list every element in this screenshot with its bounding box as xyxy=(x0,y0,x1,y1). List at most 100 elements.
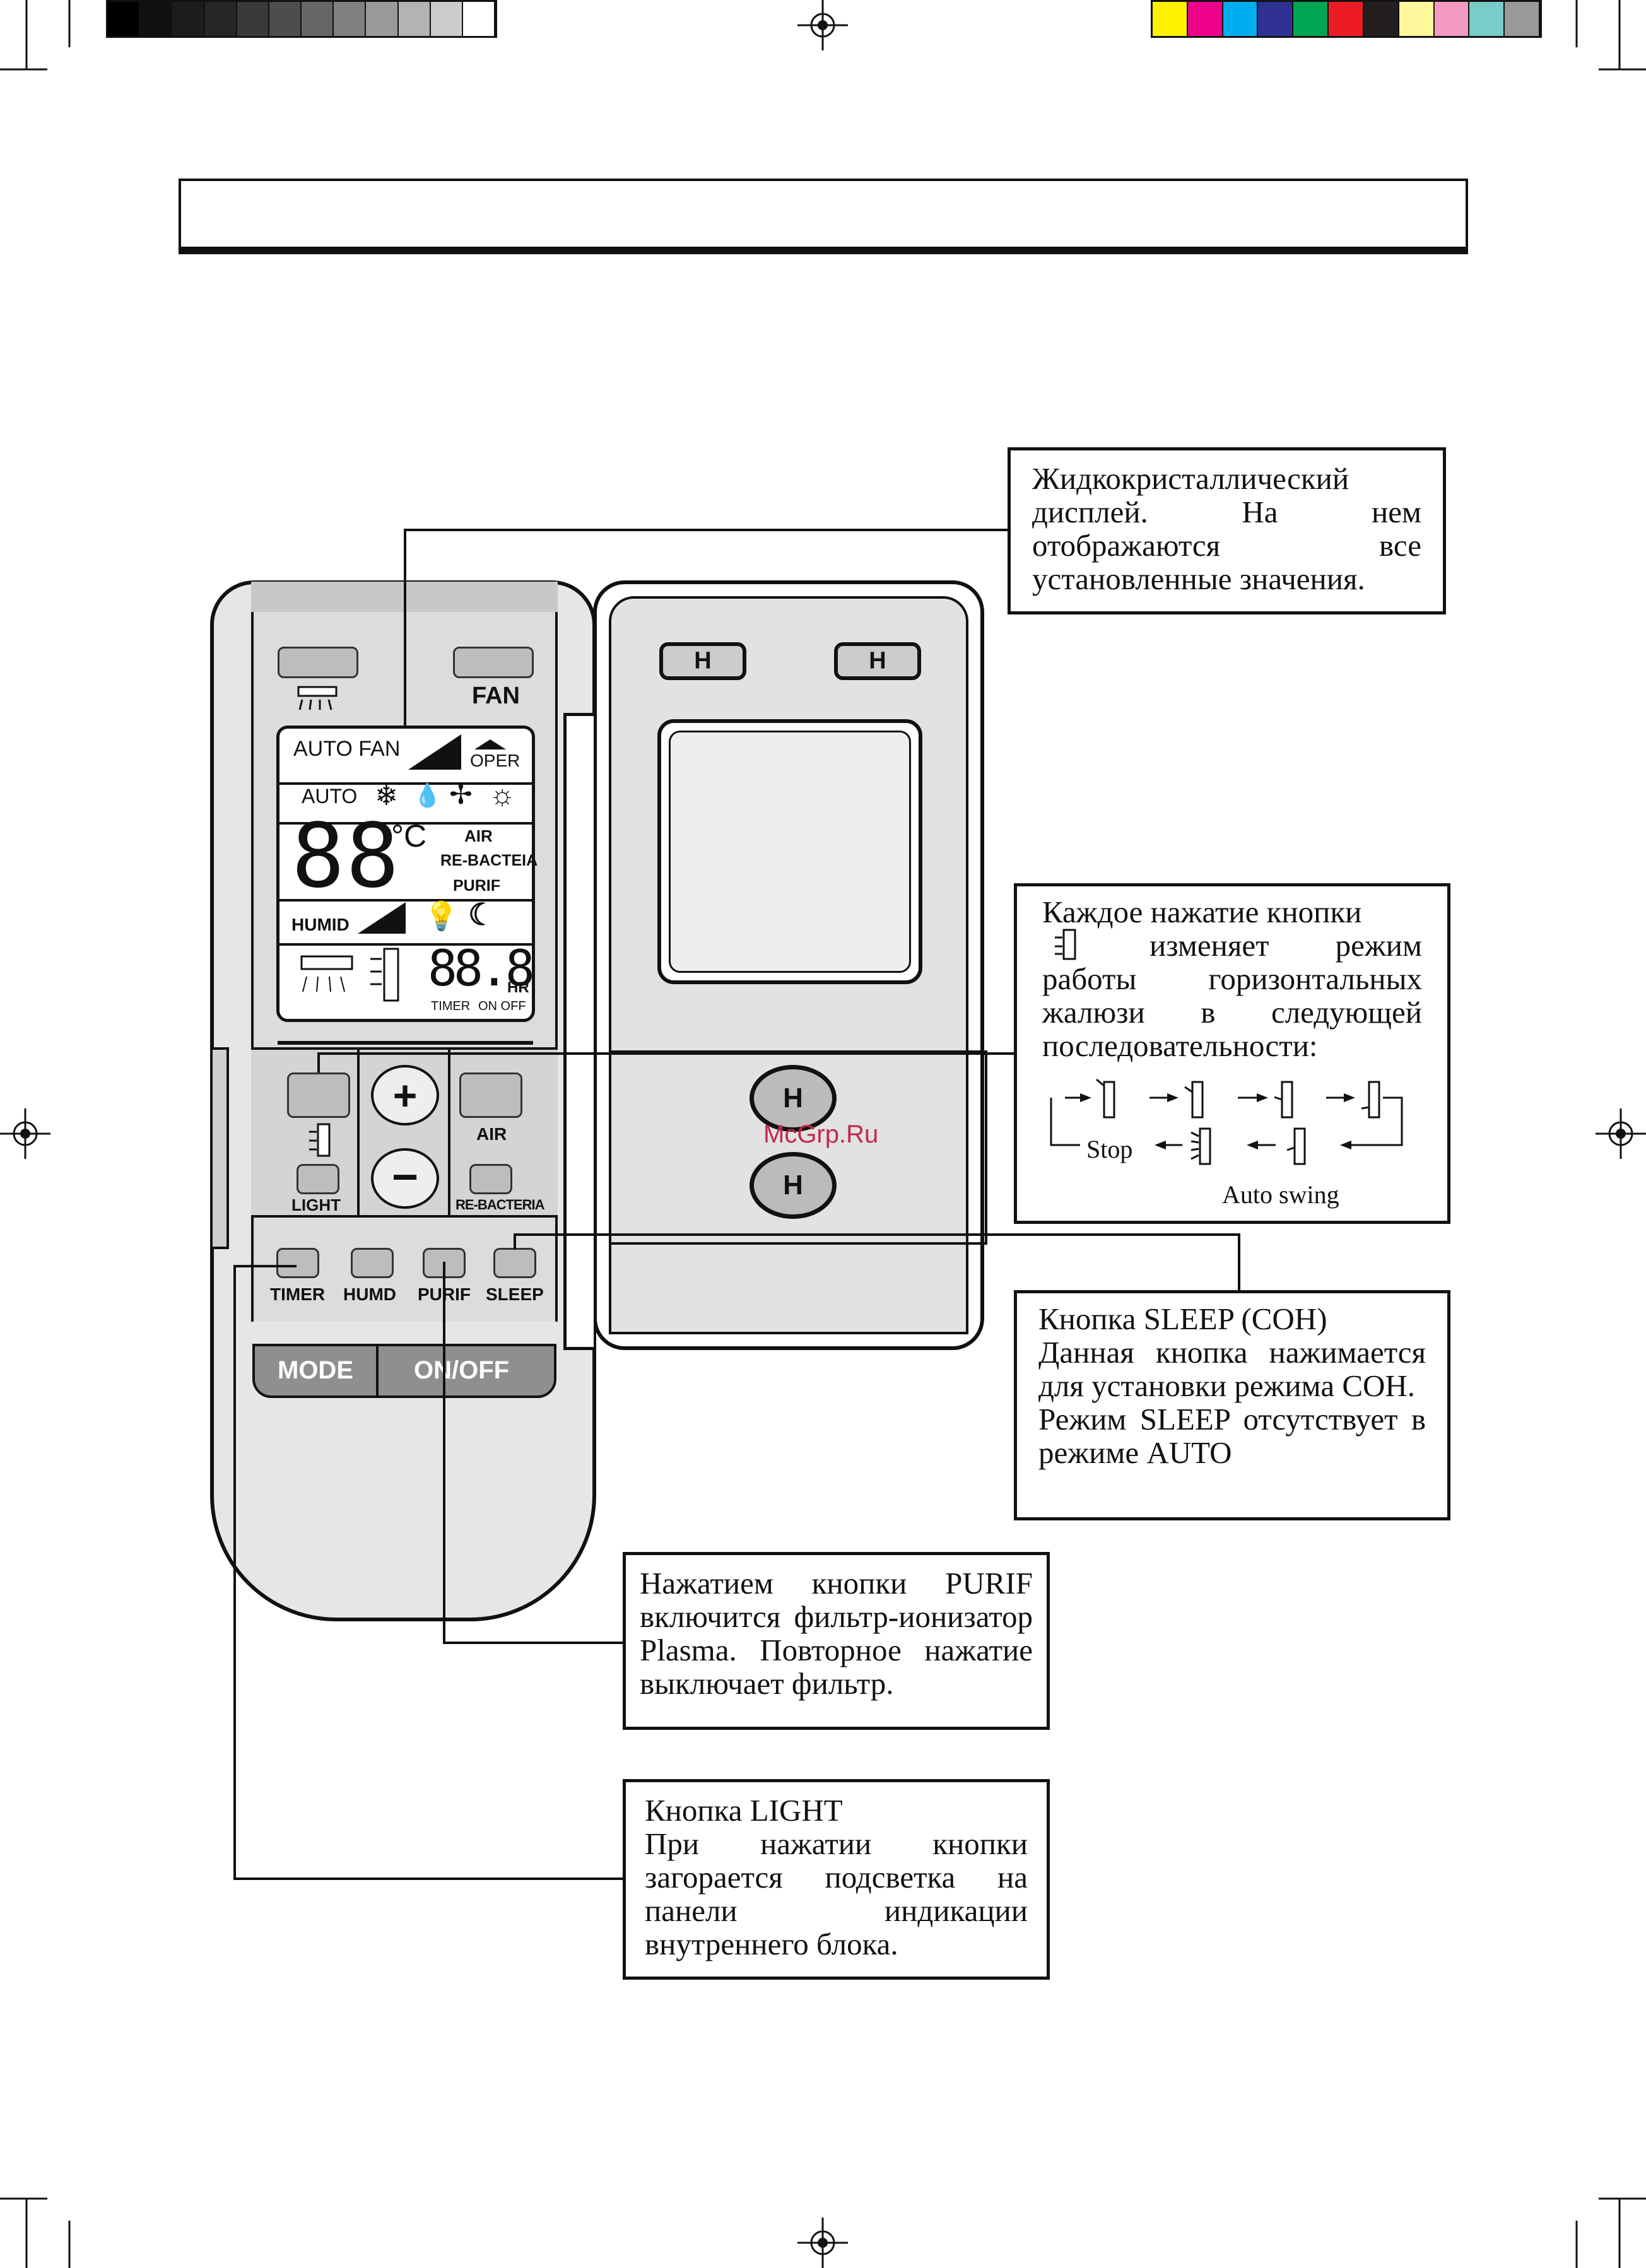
color-bar xyxy=(1151,0,1542,38)
lcd-oper: OPER xyxy=(470,751,520,770)
vane-icon xyxy=(370,948,399,1002)
cover-hinge xyxy=(563,713,594,1350)
lcd-onoff: ON OFF xyxy=(478,999,526,1013)
leader-purif-v xyxy=(443,1262,445,1643)
cover-band xyxy=(609,1050,987,1245)
color-swatch xyxy=(1187,2,1223,36)
cover-down-button[interactable]: H xyxy=(750,1152,837,1219)
color-swatch xyxy=(1363,2,1399,36)
gray-swatch xyxy=(204,2,237,36)
header-frame xyxy=(179,179,1468,254)
fan-label: FAN xyxy=(472,683,520,709)
leader-light-v xyxy=(233,1265,236,1880)
swing-button[interactable] xyxy=(287,1072,350,1118)
air-button[interactable] xyxy=(459,1072,522,1118)
fan-top-button[interactable] xyxy=(453,647,534,678)
timer-label: TIMER xyxy=(270,1284,326,1304)
onoff-label: ON/OFF xyxy=(414,1356,510,1384)
color-swatch xyxy=(1223,2,1259,36)
leader-sleep-v2 xyxy=(1238,1233,1240,1291)
lcd-timer-digits: 88.8 xyxy=(428,941,535,997)
swing-auto-label: Auto swing xyxy=(1222,1180,1339,1209)
color-swatch xyxy=(1505,2,1540,36)
leader-lcd-h xyxy=(404,529,1009,531)
callout-swing-text2: изменяет режим работы горизонтальных жал… xyxy=(1042,928,1422,1063)
minus-glyph: − xyxy=(391,1152,419,1202)
timer-button[interactable] xyxy=(276,1248,319,1278)
lcd-timer: TIMER xyxy=(431,999,471,1013)
gray-swatch xyxy=(302,2,334,36)
mode-onoff-bar xyxy=(252,1344,556,1398)
leader-light-h2 xyxy=(233,1877,625,1880)
leader-lcd-v xyxy=(404,529,406,726)
callout-sleep-line2: Данная кнопка нажимается для установки р… xyxy=(1038,1335,1426,1403)
callout-swing-text1: Каждое нажатие кнопки xyxy=(1042,895,1362,929)
humd-label: HUMD xyxy=(343,1284,396,1304)
oper-arrow-icon xyxy=(474,739,506,749)
callout-purif-text: Нажатием кнопки PURIF включится фильтр-и… xyxy=(640,1566,1033,1701)
callout-light: Кнопка LIGHT При нажатии кнопки загорает… xyxy=(623,1779,1050,1980)
leader-purif-h xyxy=(443,1642,624,1644)
snowflake-icon: ❄ xyxy=(375,780,398,811)
callout-lcd-text: Жидкокристаллический дисплей. На нем ото… xyxy=(1032,461,1421,596)
lcd-auto: AUTO xyxy=(302,785,358,808)
color-swatch xyxy=(1329,2,1364,36)
callout-sleep-line3: Режим SLEEP отсутствует в режиме AUTO xyxy=(1038,1402,1426,1470)
swing-stop-label: Stop xyxy=(1086,1135,1133,1163)
lcd-celsius: °C xyxy=(391,818,427,854)
rebacteria-button[interactable] xyxy=(469,1164,512,1194)
cover-window xyxy=(657,719,922,984)
humd-button[interactable] xyxy=(351,1248,394,1278)
light-button[interactable] xyxy=(297,1164,339,1194)
color-swatch xyxy=(1399,2,1435,36)
gray-swatch xyxy=(108,2,141,36)
humid-level-icon xyxy=(358,902,406,934)
control-divider xyxy=(278,1041,533,1045)
light-label: LIGHT xyxy=(291,1196,341,1214)
sun-icon: ☼ xyxy=(489,778,516,811)
cover-up-button[interactable]: H xyxy=(750,1065,837,1132)
drops-icon: 💧 xyxy=(413,782,442,808)
lcd-display xyxy=(276,726,535,1022)
gray-swatch xyxy=(172,2,205,36)
color-swatch xyxy=(1469,2,1505,36)
gray-swatch xyxy=(430,2,463,36)
color-swatch xyxy=(1258,2,1294,36)
sleep-button[interactable] xyxy=(493,1248,536,1278)
gray-swatch xyxy=(398,2,431,36)
swing-top-button[interactable] xyxy=(278,647,358,678)
moon-icon: ☾ xyxy=(468,898,496,932)
gray-swatch xyxy=(334,2,367,36)
plus-button[interactable]: + xyxy=(371,1065,439,1125)
color-swatch xyxy=(1153,2,1188,36)
callout-lcd: Жидкокристаллический дисплей. На нем ото… xyxy=(1008,447,1446,614)
callout-swing: Каждое нажатие кнопки изменяет режим раб… xyxy=(1014,883,1450,1224)
swing-sequence-diagram xyxy=(1050,1078,1403,1165)
unit-louver-icon xyxy=(300,955,353,992)
air-label: AIR xyxy=(476,1124,507,1144)
gray-swatch xyxy=(269,2,302,36)
lcd-air: AIR xyxy=(464,826,493,845)
fan-speed-icon xyxy=(408,734,461,770)
gray-swatch xyxy=(140,2,173,36)
lcd-purif: PURIF xyxy=(453,877,500,895)
lcd-humid: HUMID xyxy=(291,915,350,934)
sleep-label: SLEEP xyxy=(486,1284,544,1304)
minus-button[interactable]: − xyxy=(371,1148,439,1209)
swing-vane-icon xyxy=(309,1123,331,1157)
remote-side-grip xyxy=(210,1047,229,1249)
plus-glyph: + xyxy=(392,1072,418,1119)
leader-sleep-h xyxy=(514,1233,1238,1236)
grayscale-bar xyxy=(106,0,497,38)
callout-purif: Нажатием кнопки PURIF включится фильтр-и… xyxy=(623,1552,1050,1730)
mode-label: MODE xyxy=(278,1356,353,1384)
rebacteria-label: RE-BACTERIA xyxy=(456,1197,545,1213)
cover-top-right-button[interactable]: H xyxy=(834,642,921,680)
lcd-hr: HR xyxy=(507,979,529,996)
leader-sleep-v1 xyxy=(514,1233,516,1249)
cover-top-left-button[interactable]: H xyxy=(659,642,746,680)
lcd-auto-fan: AUTO FAN xyxy=(293,737,401,761)
watermark: McGrp.Ru xyxy=(763,1120,879,1148)
color-swatch xyxy=(1434,2,1470,36)
leader-light-h1 xyxy=(233,1265,297,1267)
